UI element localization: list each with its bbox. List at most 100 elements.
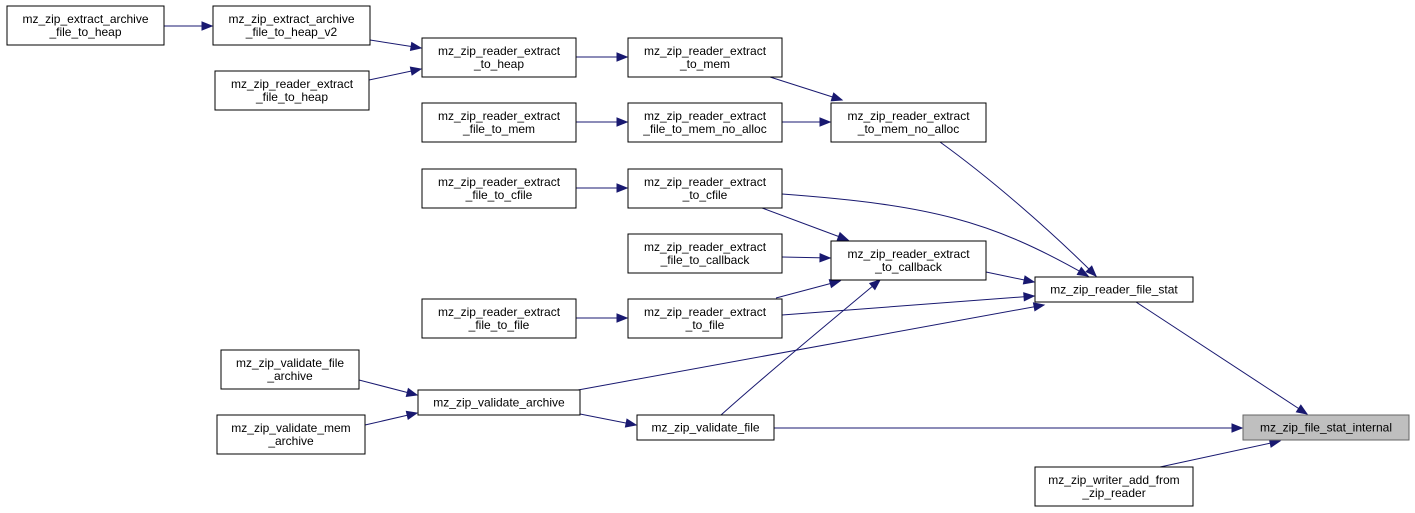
node-label: mz_zip_extract_archive [22, 12, 148, 26]
node-box [627, 102, 783, 143]
arrowhead-reader_extract_to_heap [409, 41, 423, 52]
arrowhead-validate_archive [405, 387, 419, 397]
node-box [214, 70, 370, 111]
node-reader-extract-to-mem-no-alloc[interactable]: mz_zip_reader_extract_to_mem_no_alloc [830, 102, 987, 143]
node-box [627, 298, 783, 339]
arrowhead-reader_extract_to_callback [836, 231, 850, 241]
node-label: mz_zip_reader_extract [847, 247, 970, 261]
node-validate-file-archive[interactable]: mz_zip_validate_file_archive [220, 349, 360, 390]
node-box [421, 168, 577, 209]
node-label: mz_zip_reader_extract [644, 305, 767, 319]
edge-reader_extract_to_mem_no_alloc-to-reader_file_stat [939, 141, 1097, 277]
node-label: _file_to_heap_v2 [245, 25, 338, 39]
node-box [627, 233, 783, 274]
node-label: mz_zip_validate_file [651, 421, 759, 435]
node-label: mz_zip_validate_file [236, 356, 344, 370]
node-label: _file_to_heap [255, 90, 328, 104]
node-extract-archive-to-heap-v2[interactable]: mz_zip_extract_archive_file_to_heap_v2 [212, 5, 371, 46]
node-label: mz_zip_reader_extract [644, 240, 767, 254]
arrowhead-reader_extract_file_to_mem_no_alloc [616, 117, 629, 127]
node-reader-extract-file-to-cfile[interactable]: mz_zip_reader_extract_file_to_cfile [421, 168, 577, 209]
node-label: _file_to_callback [660, 253, 751, 267]
node-box [220, 349, 360, 390]
arrowhead-reader_extract_to_mem [616, 52, 629, 62]
node-box [627, 168, 783, 209]
arrowhead-reader_extract_to_mem_no_alloc [830, 92, 844, 102]
arrowhead-reader_extract_to_mem_no_alloc [819, 117, 832, 127]
node-reader-file-stat[interactable]: mz_zip_reader_file_stat [1034, 276, 1194, 303]
node-label: _file_to_cfile [465, 188, 533, 202]
node-validate-archive[interactable]: mz_zip_validate_archive [417, 389, 581, 416]
node-label: _zip_reader [1081, 486, 1145, 500]
node-box [1242, 414, 1410, 441]
node-label: _to_mem_no_alloc [857, 122, 959, 136]
arrowhead-reader_extract_to_callback [868, 279, 882, 291]
edge-reader_extract_to_cfile-to-reader_extract_to_callback [761, 207, 849, 241]
node-label: _archive [267, 434, 314, 448]
edge-validate_archive-to-reader_file_stat [577, 304, 1045, 391]
arrowhead-reader_extract_to_cfile [616, 183, 629, 193]
node-reader-extract-to-heap[interactable]: mz_zip_reader_extract_to_heap [421, 37, 577, 78]
node-label: _to_file [685, 318, 725, 332]
node-label: mz_zip_file_stat_internal [1260, 421, 1392, 435]
node-reader-extract-to-mem[interactable]: mz_zip_reader_extract_to_mem [627, 37, 783, 78]
arrowhead-reader_extract_to_file [828, 279, 842, 289]
node-label: mz_zip_reader_extract [438, 44, 561, 58]
node-validate-file[interactable]: mz_zip_validate_file [636, 414, 775, 441]
node-box [627, 37, 783, 78]
node-reader-extract-to-cfile[interactable]: mz_zip_reader_extract_to_cfile [627, 168, 783, 209]
node-box [417, 389, 581, 416]
node-reader-extract-file-to-callback[interactable]: mz_zip_reader_extract_file_to_callback [627, 233, 783, 274]
arrowhead-reader_file_stat [1032, 302, 1046, 312]
node-box [212, 5, 371, 46]
node-reader-extract-file-to-mem[interactable]: mz_zip_reader_extract_file_to_mem [421, 102, 577, 143]
node-label: mz_zip_reader_extract [644, 175, 767, 189]
node-reader-extract-file-to-heap[interactable]: mz_zip_reader_extract_file_to_heap [214, 70, 370, 111]
arrowhead-reader_file_stat [1023, 292, 1036, 302]
node-box [421, 102, 577, 143]
node-label: mz_zip_reader_extract [644, 109, 767, 123]
node-box [1034, 276, 1194, 303]
node-writer-add-from-zip-reader[interactable]: mz_zip_writer_add_from_zip_reader [1034, 466, 1194, 507]
node-extract-archive-to-heap[interactable]: mz_zip_extract_archive_file_to_heap [6, 5, 165, 46]
node-box [636, 414, 775, 441]
edge-reader_extract_to_file-to-reader_file_stat [781, 295, 1035, 316]
node-file-stat-internal[interactable]: mz_zip_file_stat_internal [1242, 414, 1410, 441]
node-box [830, 240, 987, 281]
edges [164, 21, 1309, 468]
node-label: mz_zip_extract_archive [228, 12, 354, 26]
node-label: _to_mem [679, 57, 730, 71]
arrowhead-reader_file_stat [1076, 266, 1090, 277]
node-box [830, 102, 987, 143]
node-label: _file_to_heap [48, 25, 121, 39]
node-reader-extract-file-to-mem-no-alloc[interactable]: mz_zip_reader_extract_file_to_mem_no_all… [627, 102, 783, 143]
node-reader-extract-to-callback[interactable]: mz_zip_reader_extract_to_callback [830, 240, 987, 281]
node-label: mz_zip_reader_extract [644, 44, 767, 58]
node-box [216, 414, 366, 455]
node-reader-extract-to-file[interactable]: mz_zip_reader_extract_to_file [627, 298, 783, 339]
node-label: _archive [266, 369, 313, 383]
arrowhead-reader_extract_to_heap [409, 66, 423, 76]
arrowhead-validate_file [624, 418, 638, 428]
arrowhead-reader_extract_to_callback [819, 253, 832, 263]
arrowhead-extract_archive_to_heap_v2 [201, 21, 214, 31]
node-reader-extract-file-to-file[interactable]: mz_zip_reader_extract_file_to_file [421, 298, 577, 339]
node-label: mz_zip_reader_extract [847, 109, 970, 123]
nodes: mz_zip_extract_archive_file_to_heapmz_zi… [6, 5, 1410, 507]
edge-reader_extract_to_cfile-to-reader_file_stat [781, 193, 1089, 277]
node-label: mz_zip_reader_file_stat [1050, 283, 1178, 297]
node-validate-mem-archive[interactable]: mz_zip_validate_mem_archive [216, 414, 366, 455]
node-label: mz_zip_reader_extract [438, 305, 561, 319]
node-label: _file_to_file [468, 318, 530, 332]
node-label: mz_zip_reader_extract [438, 175, 561, 189]
arrowhead-validate_archive [405, 410, 419, 420]
arrowhead-file_stat_internal [1295, 404, 1309, 415]
node-label: mz_zip_reader_extract [231, 77, 354, 91]
node-label: _file_to_mem [462, 122, 535, 136]
arrowhead-reader_extract_to_file [616, 313, 629, 323]
arrowhead-reader_file_stat [1085, 265, 1097, 277]
edge-reader_extract_to_mem-to-reader_extract_to_mem_no_alloc [769, 76, 843, 101]
edge-writer_add_from_zip_reader-to-file_stat_internal [1159, 440, 1281, 468]
node-label: _file_to_mem_no_alloc [642, 122, 766, 136]
